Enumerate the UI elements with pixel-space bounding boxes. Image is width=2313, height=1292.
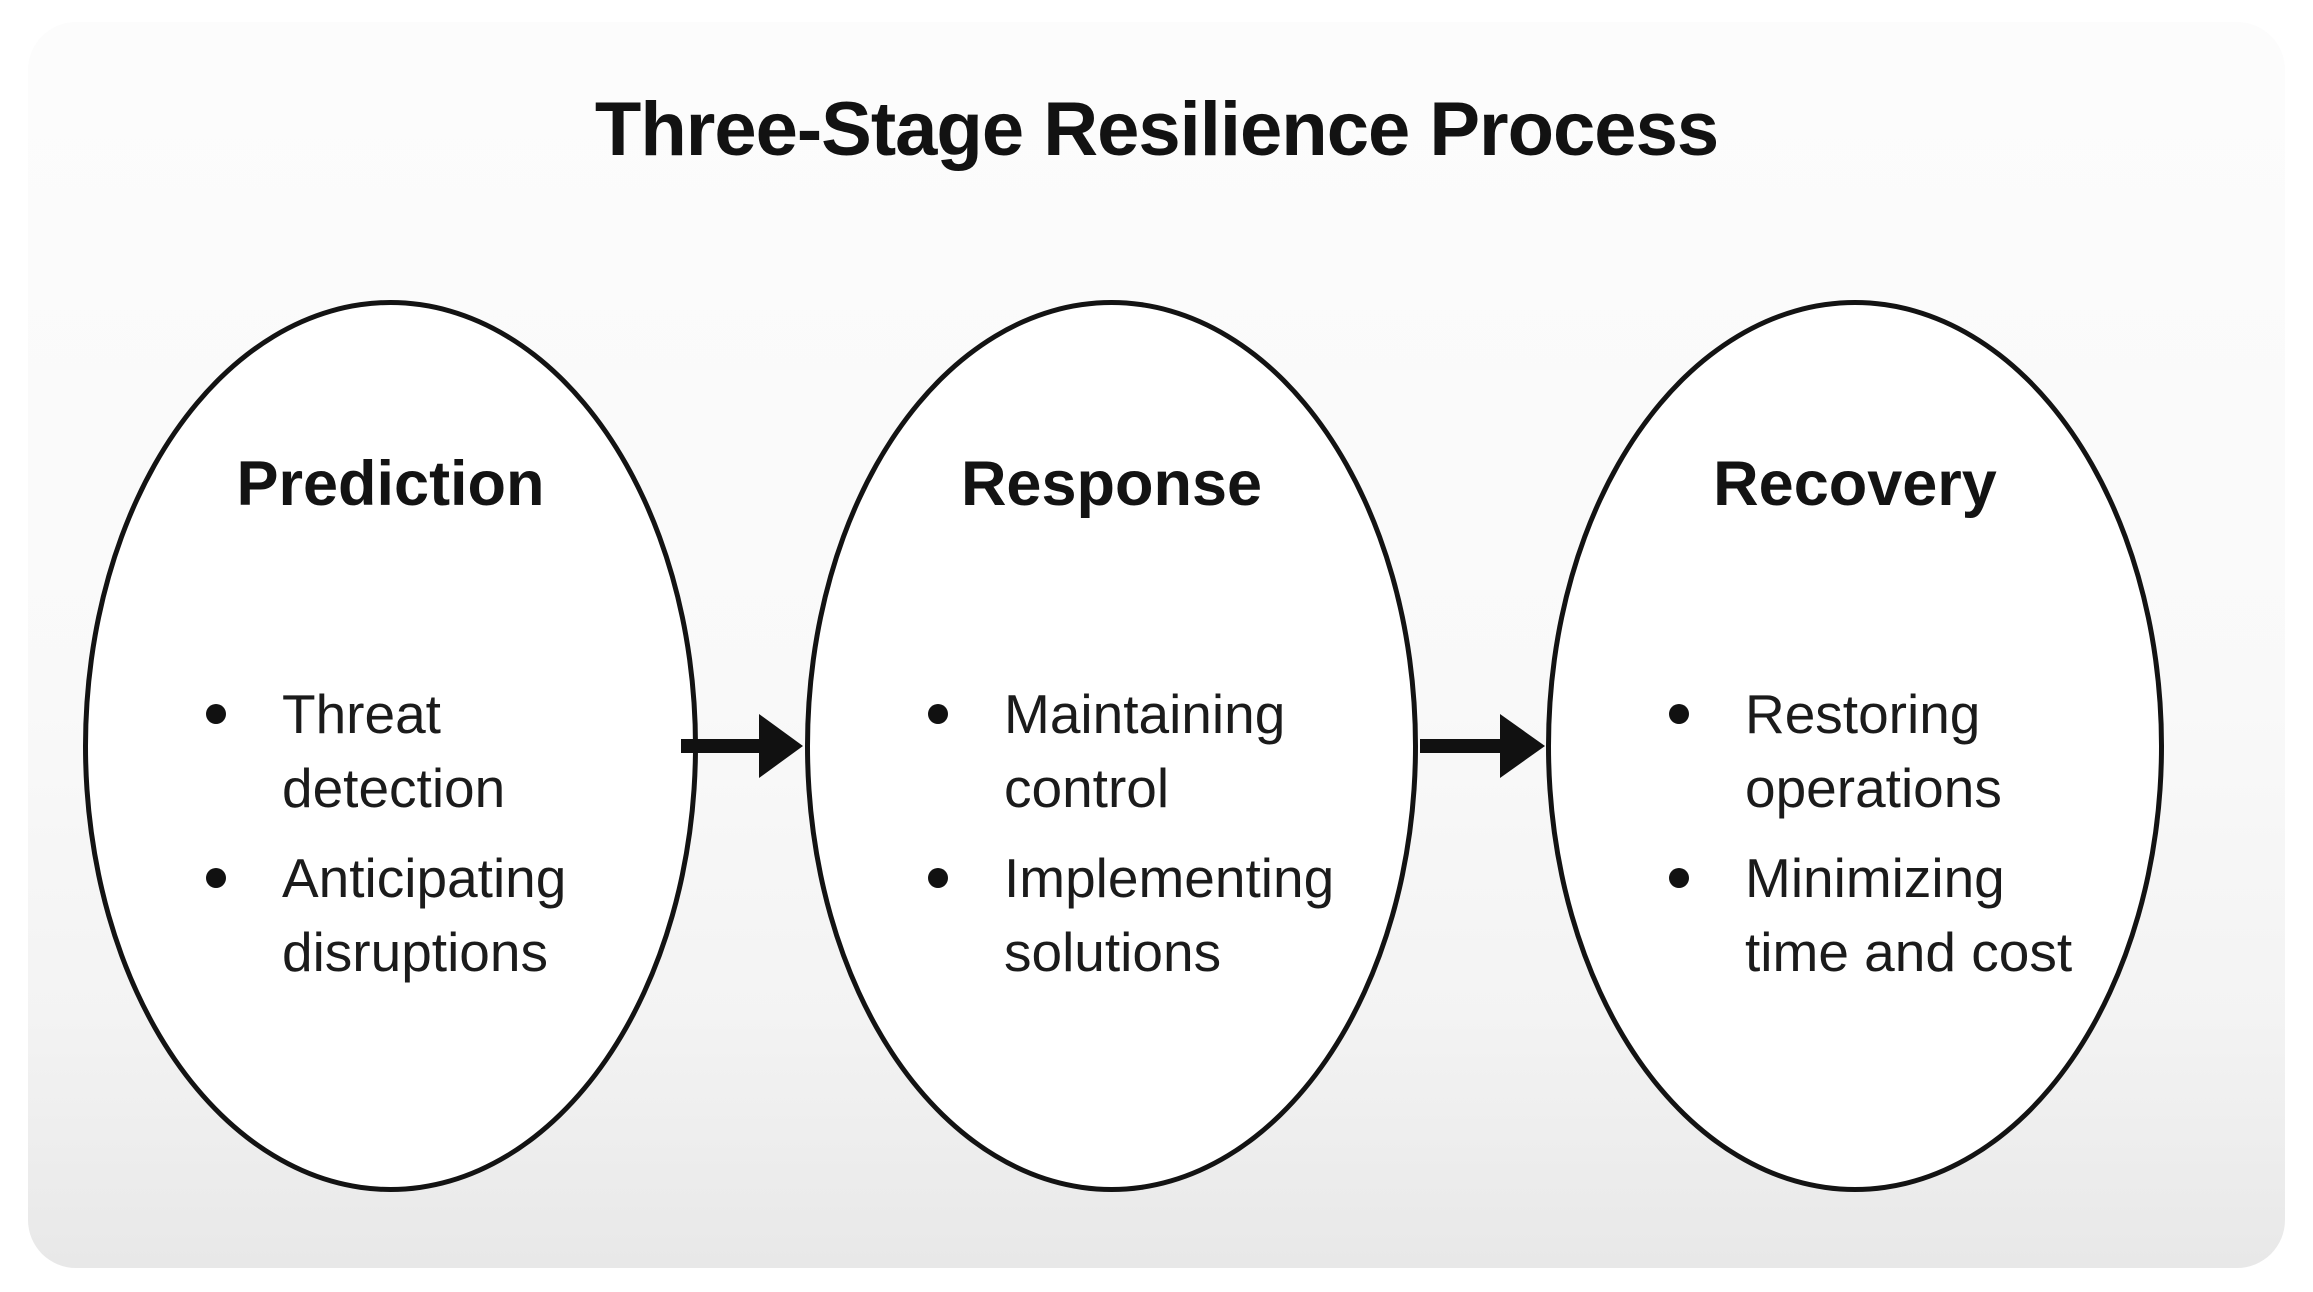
bullet-item-label: Implementing solutions [1004,847,1335,983]
bullet-item: Maintaining control [928,677,1388,825]
bullet-item: Minimizing time and cost [1669,841,2129,989]
bullet-list: Threat detection Anticipating disruption… [206,677,666,989]
bullet-dot [206,704,226,724]
bullet-item: Threat detection [206,677,666,825]
arrow-right-icon [1420,708,1545,784]
bullet-item: Restoring operations [1669,677,2129,825]
bullet-item-label: Maintaining control [1004,683,1286,819]
stage-title: Prediction [236,449,545,519]
bullet-dot [928,704,948,724]
bullet-item-label: Anticipating disruptions [282,847,567,983]
bullet-item-label: Restoring operations [1745,683,2002,819]
bullet-list: Maintaining control Implementing solutio… [928,677,1388,989]
bullet-dot [928,868,948,888]
stage-title: Response [960,449,1263,519]
stage-title: Recovery [1713,449,1997,519]
stage-ellipse-recovery: Recovery Restoring operations Minimizing… [1546,300,2164,1192]
bullet-dot [1669,868,1689,888]
bullet-list: Restoring operations Minimizing time and… [1669,677,2129,989]
stage-ellipse-prediction: Prediction Threat detection Anticipating… [83,300,698,1192]
bullet-item: Anticipating disruptions [206,841,666,989]
arrow-right-icon [681,708,803,784]
bullet-item-label: Threat detection [282,683,506,819]
bullet-item: Implementing solutions [928,841,1388,989]
bullet-item-label: Minimizing time and cost [1745,847,2073,983]
bullet-dot [206,868,226,888]
bullet-dot [1669,704,1689,724]
stage-ellipse-response: Response Maintaining control Implementin… [805,300,1418,1192]
page-title: Three-Stage Resilience Process [594,87,1719,172]
